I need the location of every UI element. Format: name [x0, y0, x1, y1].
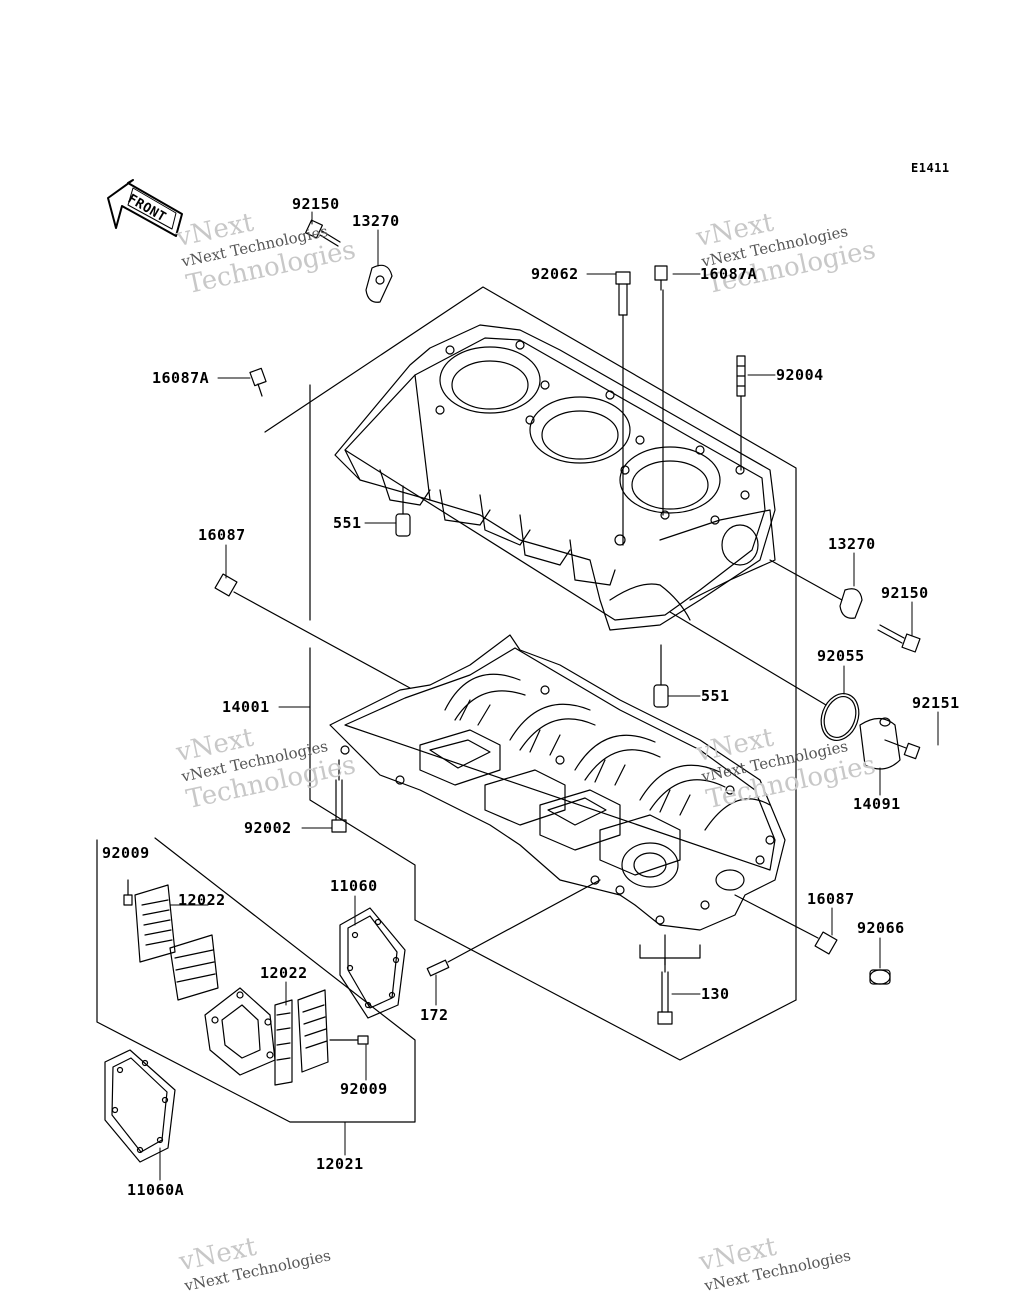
part-label[interactable]: 16087A	[152, 369, 210, 387]
part-label[interactable]: 92009	[340, 1080, 388, 1098]
part-label[interactable]: 11060A	[127, 1181, 185, 1199]
upper-crankcase	[334, 324, 776, 631]
part-label[interactable]: 12022	[178, 891, 226, 909]
part-label[interactable]: 92009	[102, 844, 150, 862]
part-label[interactable]: 92150	[881, 584, 929, 602]
part-label[interactable]: 172	[420, 1006, 449, 1024]
part-label[interactable]: 16087A	[700, 265, 758, 283]
lower-case-bracket	[309, 647, 797, 1061]
reed-valve-part	[104, 879, 406, 1163]
part-label[interactable]: 551	[701, 687, 730, 705]
part-label[interactable]: 551	[333, 514, 362, 532]
reed-valve-bracket	[96, 837, 416, 1123]
part-label[interactable]: 11060	[330, 877, 378, 895]
lower-crankcase	[329, 634, 786, 931]
part-label[interactable]: 92062	[531, 265, 579, 283]
part-label[interactable]: 92002	[244, 819, 292, 837]
part-label[interactable]: 16087	[198, 526, 246, 544]
leader-lines	[159, 211, 939, 1181]
part-label[interactable]: 14091	[853, 795, 901, 813]
part-label[interactable]: 14001	[222, 698, 270, 716]
part-label[interactable]: 130	[701, 985, 730, 1003]
part-label[interactable]: 92150	[292, 195, 340, 213]
upper-case-bracket	[264, 286, 797, 1001]
part-label[interactable]: 12022	[260, 964, 308, 982]
part-label[interactable]: 13270	[352, 212, 400, 230]
part-label[interactable]: 92066	[857, 919, 905, 937]
part-label[interactable]: 13270	[828, 535, 876, 553]
part-label[interactable]: 92151	[912, 694, 960, 712]
part-label[interactable]: 92055	[817, 647, 865, 665]
part-label[interactable]: 12021	[316, 1155, 364, 1173]
hardware-parts	[214, 219, 921, 1025]
diagram-code: E1411	[911, 161, 950, 175]
part-label[interactable]: 16087	[807, 890, 855, 908]
front-arrow-icon	[107, 179, 183, 237]
part-label[interactable]: 92004	[776, 366, 824, 384]
